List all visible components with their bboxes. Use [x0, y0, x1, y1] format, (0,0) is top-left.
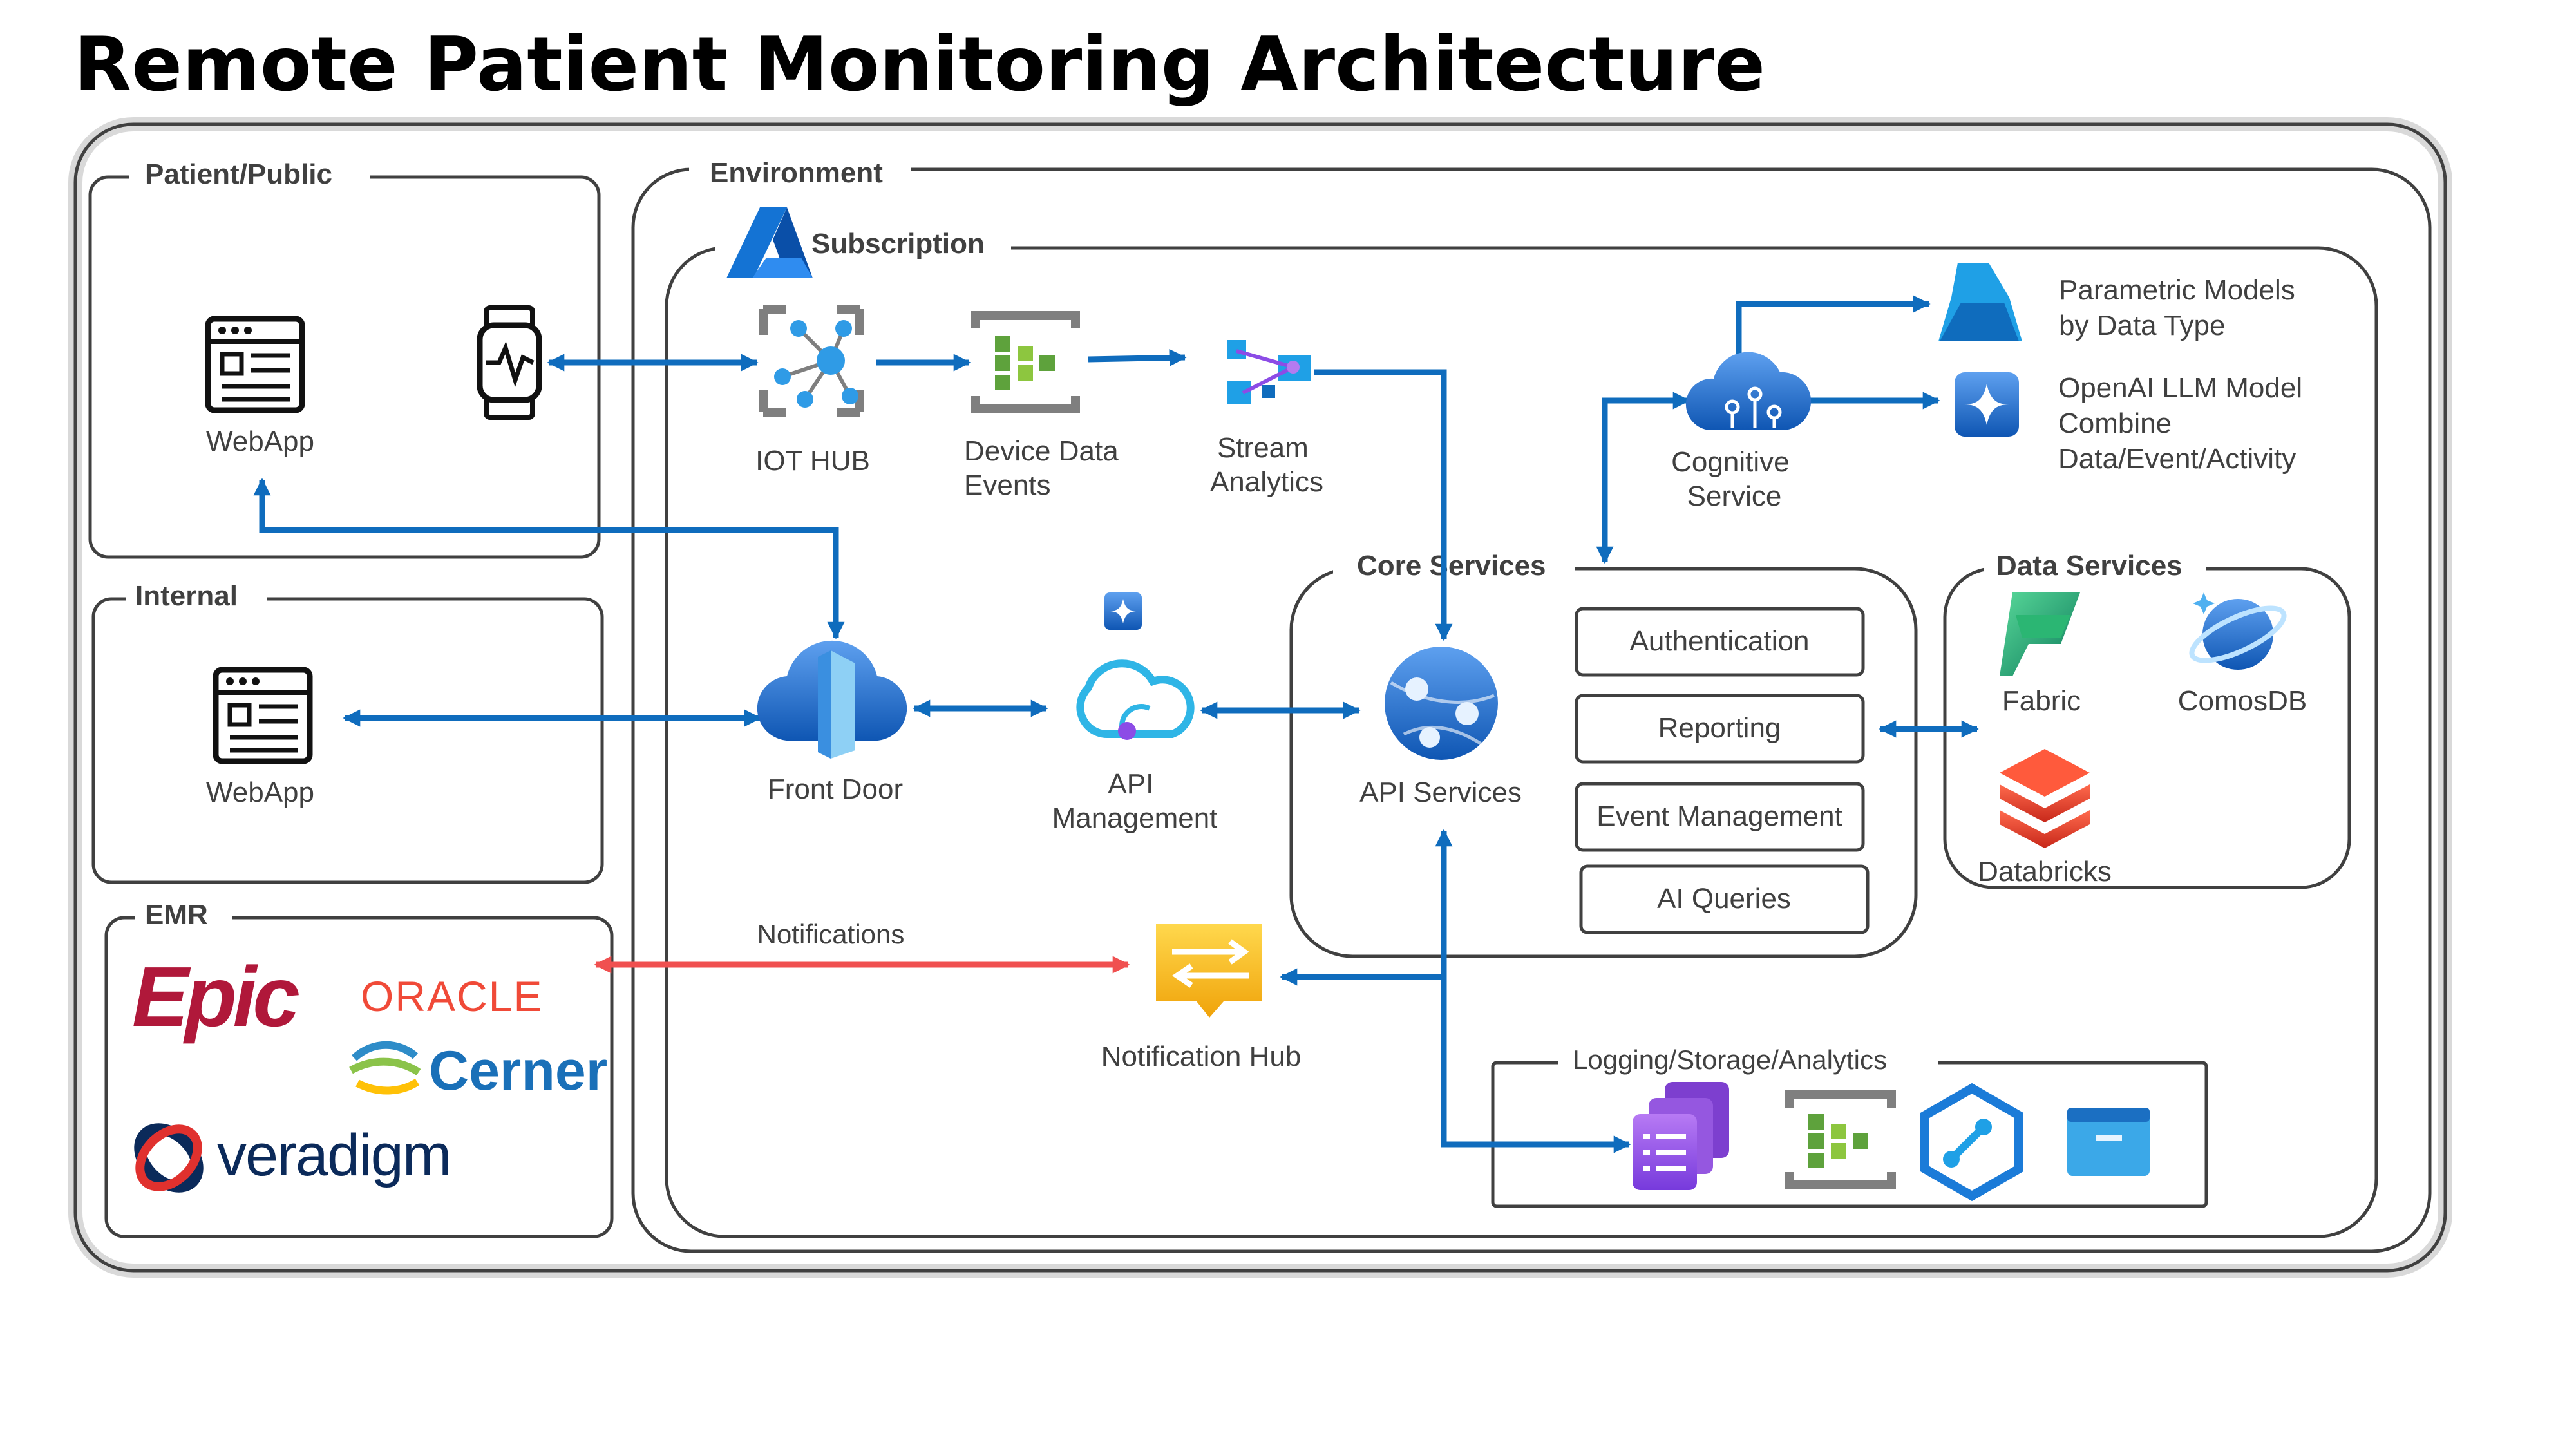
node-webapp-public[interactable]: WebApp — [205, 316, 314, 457]
storage-window-icon[interactable] — [2067, 1108, 2150, 1176]
smartwatch-icon — [477, 305, 542, 420]
cerner-logo: Cerner — [349, 1040, 607, 1102]
group-environment-label: Environment — [710, 157, 883, 189]
node-device-events[interactable]: Device Data Events — [964, 311, 1126, 501]
edge-apiservices-logging — [1435, 829, 1631, 1153]
api-management-icon — [1076, 659, 1195, 740]
svg-text:Authentication: Authentication — [1630, 625, 1810, 657]
app-service-globe-icon — [1385, 647, 1498, 760]
svg-text:Event Management: Event Management — [1596, 800, 1842, 832]
group-subscription: Subscription — [665, 207, 2378, 1238]
core-item-reporting[interactable]: Reporting — [1575, 694, 1865, 764]
group-data-label: Data Services — [1996, 550, 2183, 582]
cosmosdb-icon — [2189, 592, 2287, 670]
stream-analytics-icon — [1227, 340, 1311, 404]
notification-hub-label: Notification Hub — [1101, 1041, 1302, 1072]
core-item-ai-queries[interactable]: AI Queries — [1579, 864, 1870, 934]
node-iot-hub[interactable]: IOT HUB — [755, 305, 870, 477]
webapp-internal-label: WebApp — [206, 777, 314, 808]
front-door-label: Front Door — [768, 773, 903, 805]
group-internal-label: Internal — [135, 580, 238, 612]
node-cognitive-service[interactable]: Cognitive Service — [1671, 352, 1812, 512]
svg-text:ORACLE: ORACLE — [361, 972, 543, 1020]
openai-label: OpenAI LLM Model Combine Data/Event/Acti… — [2058, 372, 2310, 475]
api-services-label: API Services — [1359, 777, 1522, 808]
cerner-swoosh-icon — [349, 1041, 421, 1095]
notification-hub-icon — [1156, 924, 1262, 1018]
edge-events-stream — [1088, 348, 1187, 366]
veradigm-mark-icon — [134, 1123, 204, 1193]
cognitive-service-label: Cognitive Service — [1671, 446, 1797, 512]
edge-cognitive-parametric — [1736, 295, 1931, 364]
group-core-services: Core Services — [1289, 550, 1918, 958]
node-parametric-models[interactable]: Parametric Models by Data Type — [1938, 263, 2303, 341]
svg-text:Reporting: Reporting — [1658, 712, 1781, 744]
synapse-analytics-icon[interactable] — [1920, 1083, 2023, 1202]
group-emr: EMR — [104, 899, 614, 1238]
connectors: Notifications — [253, 295, 1979, 1153]
edge-label-notifications: Notifications — [757, 919, 905, 949]
svg-text:Cerner: Cerner — [429, 1040, 607, 1102]
front-door-icon — [757, 640, 907, 759]
node-cosmosdb[interactable]: ComosDB — [2178, 592, 2307, 717]
node-notification-hub[interactable]: Notification Hub — [1101, 924, 1302, 1072]
node-api-management[interactable]: API Management — [1052, 592, 1218, 834]
page-title: Remote Patient Monitoring Architecture — [74, 21, 1765, 108]
group-patient-label: Patient/Public — [145, 158, 332, 190]
node-front-door[interactable]: Front Door — [757, 640, 907, 805]
device-events-label: Device Data Events — [964, 435, 1126, 501]
veradigm-logo: veradigm — [134, 1122, 451, 1193]
group-data-services: Data Services — [1943, 550, 2351, 889]
fabric-label: Fabric — [2002, 685, 2081, 717]
webapp-icon — [213, 667, 313, 764]
webapp-public-label: WebApp — [206, 426, 314, 457]
oracle-logo: ORACLE — [361, 972, 543, 1020]
parametric-models-label: Parametric Models by Data Type — [2059, 274, 2303, 341]
iot-hub-label: IOT HUB — [755, 445, 870, 477]
copilot-badge-icon — [1104, 592, 1142, 630]
node-api-services[interactable]: API Services — [1359, 647, 1522, 808]
cognitive-service-icon — [1685, 352, 1812, 430]
stream-analytics-label: Stream Analytics — [1210, 432, 1323, 498]
event-grid-icon[interactable] — [1785, 1090, 1896, 1189]
node-openai[interactable]: OpenAI LLM Model Combine Data/Event/Acti… — [1955, 372, 2310, 475]
databricks-icon — [2000, 749, 2090, 848]
event-grid-icon — [971, 311, 1080, 413]
log-analytics-icon[interactable] — [1633, 1082, 1729, 1190]
databricks-label: Databricks — [1978, 856, 2112, 887]
group-emr-label: EMR — [145, 899, 208, 931]
edge-stream-apiservices — [1314, 369, 1453, 641]
svg-text:veradigm: veradigm — [217, 1122, 450, 1188]
iot-hub-icon — [759, 305, 864, 417]
edge-core-cognitive — [1596, 392, 1690, 564]
cosmosdb-label: ComosDB — [2178, 685, 2307, 717]
group-subscription-label: Subscription — [811, 228, 985, 260]
node-fabric[interactable]: Fabric — [2000, 592, 2081, 717]
edge-webapp-frontdoor — [253, 478, 845, 639]
api-management-label: API Management — [1052, 768, 1218, 834]
node-databricks[interactable]: Databricks — [1978, 749, 2112, 887]
azure-logo-icon — [726, 207, 813, 278]
svg-text:AI Queries: AI Queries — [1657, 883, 1791, 914]
webapp-icon — [205, 316, 305, 413]
epic-logo: Epic — [132, 949, 303, 1044]
core-item-authentication[interactable]: Authentication — [1575, 607, 1865, 677]
svg-text:Epic: Epic — [132, 949, 299, 1044]
group-core-label: Core Services — [1357, 550, 1546, 582]
node-webapp-internal[interactable]: WebApp — [206, 667, 314, 808]
group-logging-label: Logging/Storage/Analytics — [1573, 1045, 1887, 1075]
node-stream-analytics[interactable]: Stream Analytics — [1210, 340, 1323, 498]
core-item-event-management[interactable]: Event Management — [1575, 782, 1865, 852]
